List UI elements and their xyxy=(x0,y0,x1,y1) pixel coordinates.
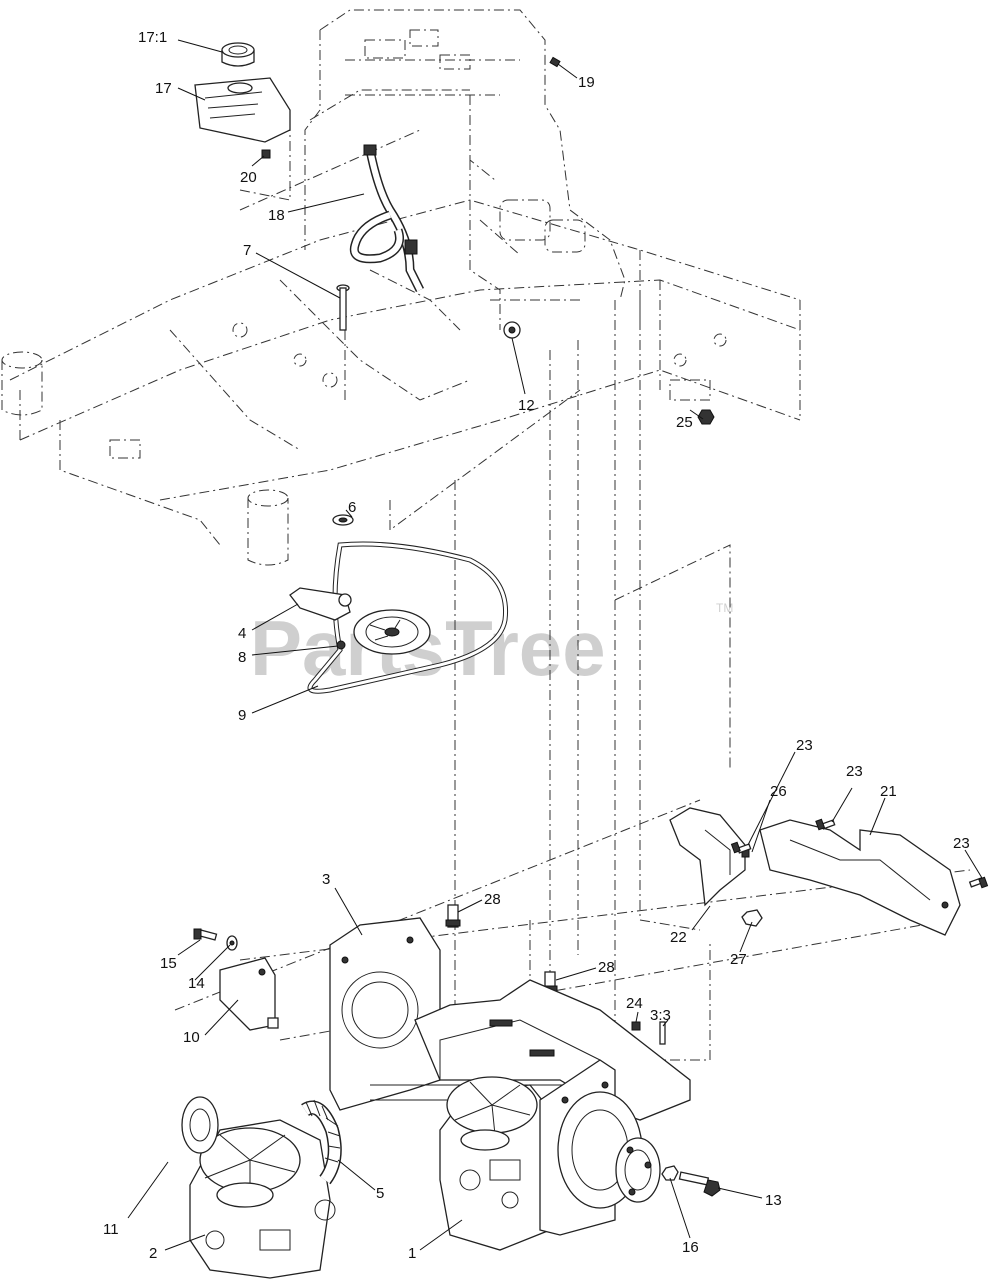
callout-15: 15 xyxy=(160,955,177,972)
callout-11: 11 xyxy=(103,1221,119,1238)
callout-4: 4 xyxy=(238,625,246,642)
callout-22: 22 xyxy=(670,929,687,946)
pin-3-3 xyxy=(659,1021,666,1045)
callout-17: 17 xyxy=(155,80,172,97)
callout-28a: 28 xyxy=(484,891,501,908)
drive-belt xyxy=(307,541,509,694)
callout-23b: 23 xyxy=(846,763,863,780)
callout-3-3: 3:3 xyxy=(650,1007,671,1024)
reservoir-bolt xyxy=(261,149,271,159)
mount-plate xyxy=(329,917,441,1111)
callout-13: 13 xyxy=(765,1192,782,1209)
callout-labels: 17:1 17 19 20 18 7 12 25 6 4 8 9 23 23 2… xyxy=(103,29,970,1262)
stud-28a xyxy=(445,904,461,928)
bracket xyxy=(669,807,746,907)
callout-5: 5 xyxy=(376,1185,384,1202)
tower-bolt xyxy=(549,56,561,68)
bracket-nut-27 xyxy=(741,909,763,927)
hub-bolt-13 xyxy=(678,1171,721,1197)
hose-5 xyxy=(301,1099,342,1185)
washer-14 xyxy=(226,935,238,951)
callout-20: 20 xyxy=(240,169,257,186)
callout-21: 21 xyxy=(880,783,897,800)
frame-nut xyxy=(503,321,521,339)
transmission-left xyxy=(189,1119,336,1279)
callout-6: 6 xyxy=(348,499,356,516)
callout-27: 27 xyxy=(730,951,747,968)
bolt-24 xyxy=(631,1021,641,1031)
callout-19: 19 xyxy=(578,74,595,91)
callout-23c: 23 xyxy=(953,835,970,852)
pivot-pin xyxy=(336,284,350,331)
wheel-hub-right xyxy=(615,1137,661,1203)
bracket-nut xyxy=(697,409,715,425)
transmission-right xyxy=(439,1076,551,1251)
hose xyxy=(349,144,425,293)
callout-12: 12 xyxy=(518,397,535,414)
callout-3: 3 xyxy=(322,871,330,888)
callout-28b: 28 xyxy=(598,959,615,976)
callout-18: 18 xyxy=(268,207,285,224)
callout-26: 26 xyxy=(770,783,787,800)
watermark-text: PartsTree xyxy=(250,604,606,692)
leader-lines xyxy=(127,39,983,1251)
main-frame xyxy=(1,199,801,566)
callout-1: 1 xyxy=(408,1245,416,1262)
callout-16: 16 xyxy=(682,1239,699,1256)
callout-24: 24 xyxy=(626,995,643,1012)
wheel-hub-left xyxy=(181,1096,219,1154)
bolt-15 xyxy=(193,928,218,941)
callout-14: 14 xyxy=(188,975,205,992)
bolt-23b xyxy=(815,818,836,831)
reservoir-cap xyxy=(221,42,255,67)
callout-23a: 23 xyxy=(796,737,813,754)
bracket-10 xyxy=(219,957,279,1031)
alignment-lines xyxy=(174,110,971,1070)
callout-17-1: 17:1 xyxy=(138,29,167,46)
callout-2: 2 xyxy=(149,1245,157,1262)
hydraulic-reservoir xyxy=(194,77,291,143)
idler-nut xyxy=(336,640,346,650)
watermark-trademark: TM xyxy=(716,601,733,615)
callout-7: 7 xyxy=(243,242,251,259)
bolt-23c xyxy=(968,876,989,889)
callout-10: 10 xyxy=(183,1029,200,1046)
side-cover xyxy=(759,819,961,936)
callout-9: 9 xyxy=(238,707,246,724)
callout-25: 25 xyxy=(676,414,693,431)
spacer-washer xyxy=(332,514,354,526)
frame-tower xyxy=(304,9,626,330)
idler-arm xyxy=(289,587,431,655)
right-side-plate xyxy=(539,1059,643,1236)
hub-nut-16 xyxy=(661,1165,679,1181)
bolt-23a xyxy=(730,841,752,854)
callout-8: 8 xyxy=(238,649,246,666)
